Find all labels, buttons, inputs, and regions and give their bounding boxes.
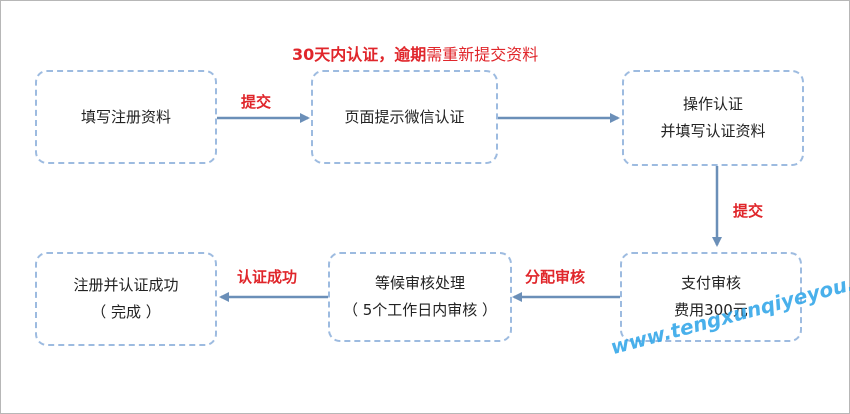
box-fill-info: 填写注册资料: [35, 70, 217, 164]
box-pay-review: 支付审核 费用300元: [620, 252, 802, 342]
edge-label-submit-2: 提交: [733, 202, 764, 220]
box-success: 注册并认证成功 （ 完成 ）: [35, 252, 217, 346]
deadline-note-rest: 需重新提交资料: [426, 45, 539, 64]
box-page-prompt: 页面提示微信认证: [311, 70, 498, 164]
box-success-line1: 注册并认证成功: [73, 276, 179, 294]
edge-label-submit-1: 提交: [241, 93, 272, 111]
deadline-note-highlight: 30天内认证，逾期: [292, 45, 427, 64]
box-operate-auth-line2: 并填写认证资料: [660, 122, 766, 140]
deadline-note: 30天内认证，逾期需重新提交资料: [292, 41, 538, 65]
box-pay-review-line1: 支付审核: [680, 274, 741, 292]
box-operate-auth: 操作认证 并填写认证资料: [622, 70, 804, 166]
box-page-prompt-line1: 页面提示微信认证: [344, 107, 465, 126]
box-success-line2: （ 完成 ）: [91, 303, 161, 321]
edge-label-assign-review: 分配审核: [525, 268, 586, 286]
box-operate-auth-line1: 操作认证: [682, 95, 743, 113]
box-wait-review-line1: 等候审核处理: [374, 274, 465, 292]
edge-label-auth-success: 认证成功: [237, 268, 298, 286]
box-wait-review-line2: （ 5个工作日内审核 ）: [342, 301, 498, 319]
box-wait-review: 等候审核处理 （ 5个工作日内审核 ）: [328, 252, 512, 342]
box-pay-review-line2: 费用300元: [674, 301, 748, 319]
box-fill-info-line1: 填写注册资料: [80, 107, 171, 126]
